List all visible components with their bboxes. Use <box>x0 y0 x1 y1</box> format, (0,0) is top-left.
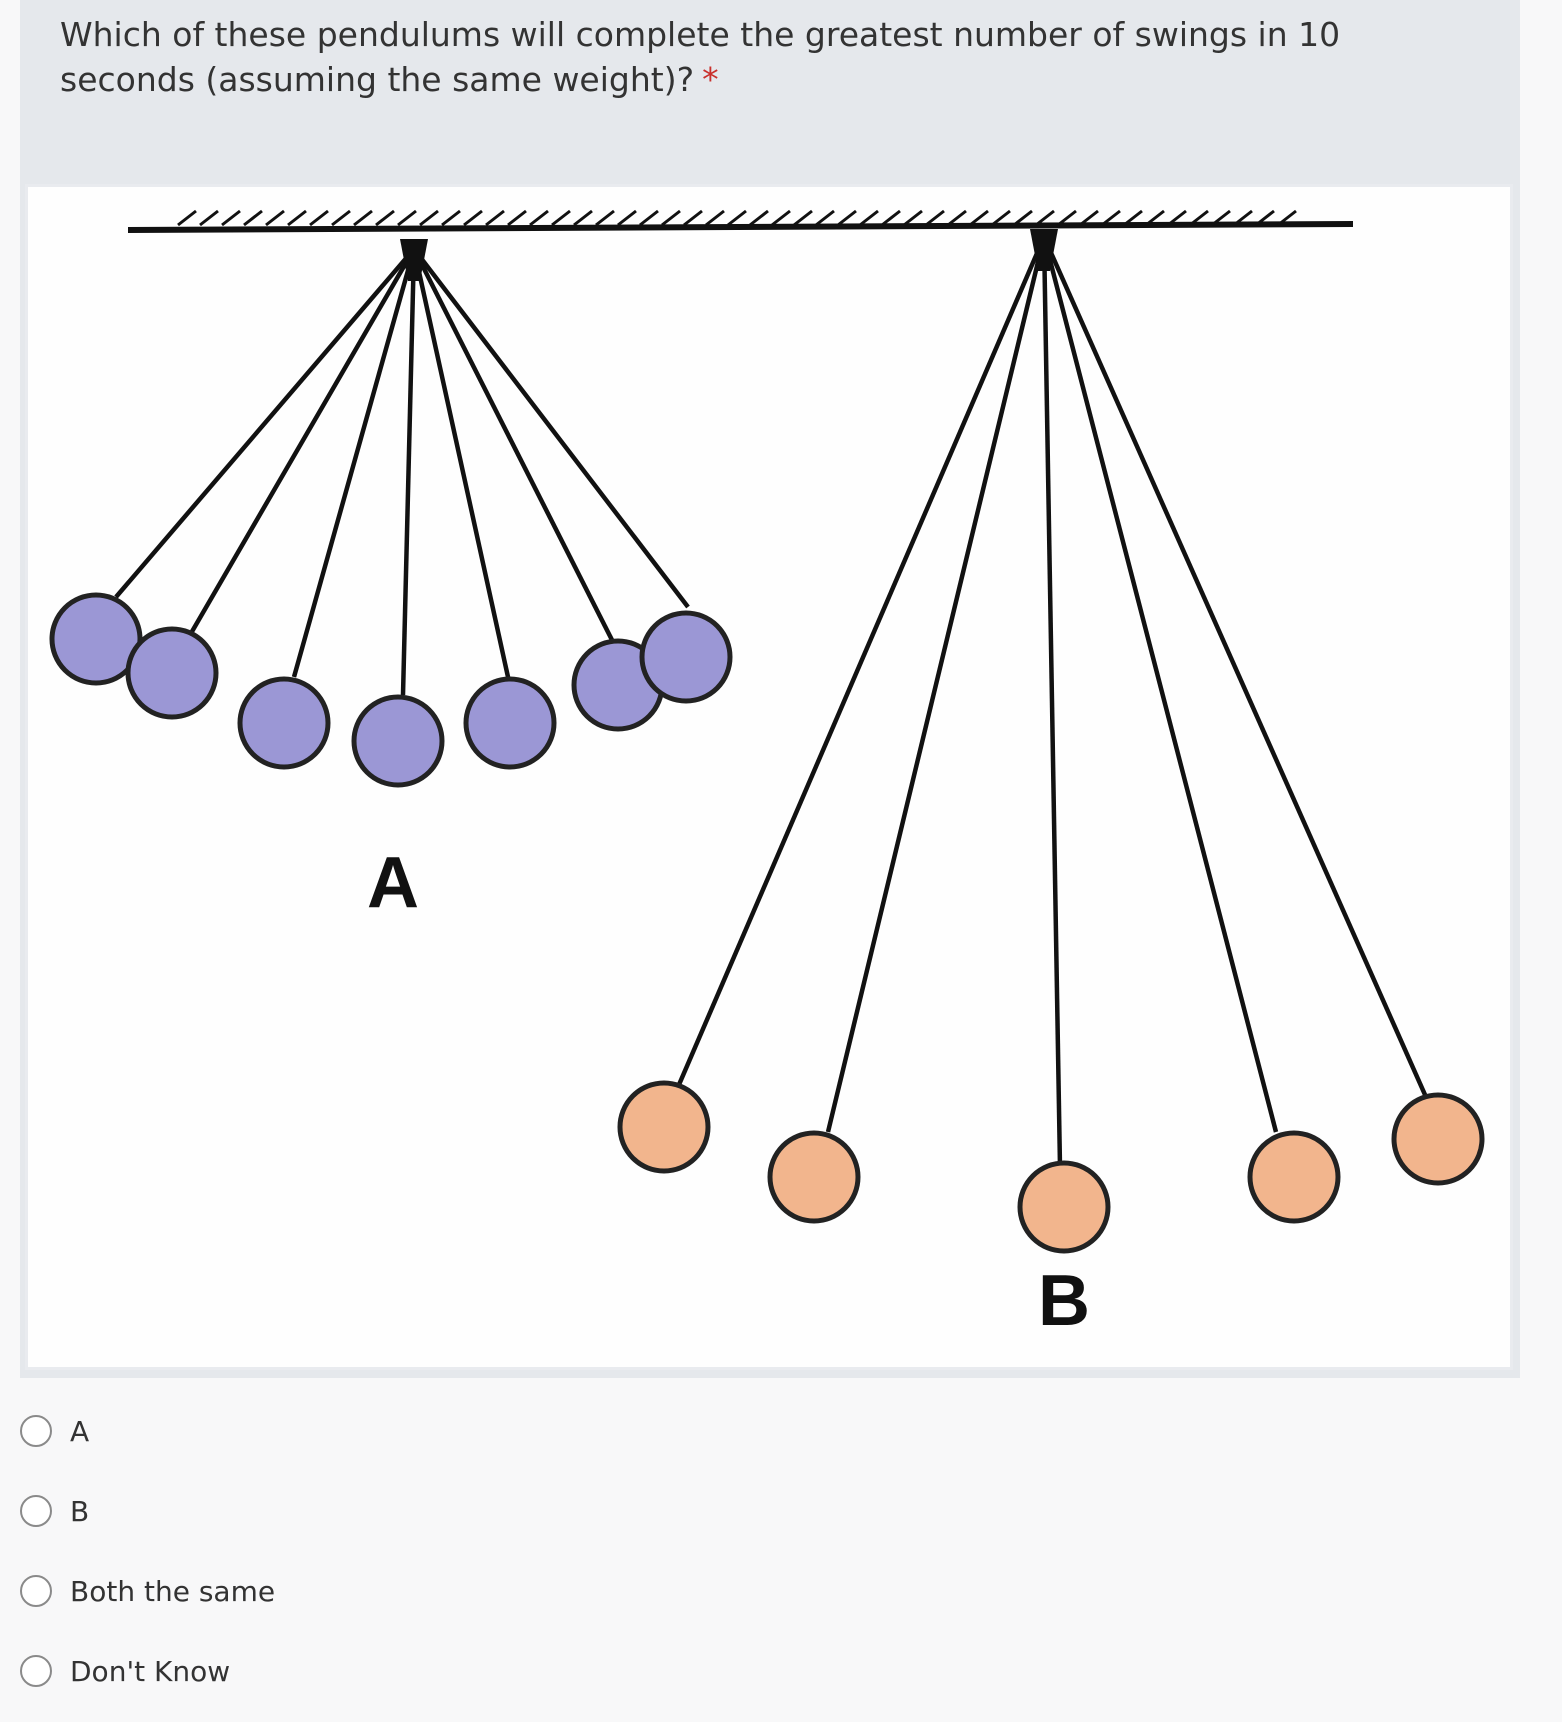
pendulum-b-bobs <box>617 1080 1485 1254</box>
pendulum-b-pivot <box>1030 229 1058 271</box>
option-a[interactable]: A <box>20 1406 620 1456</box>
pendulum-a-strings <box>114 247 690 696</box>
ceiling-hatching <box>177 209 1297 227</box>
radio-button-b[interactable] <box>20 1495 52 1527</box>
option-label: Don't Know <box>70 1654 231 1688</box>
option-label: B <box>70 1494 90 1528</box>
radio-button-dont-know[interactable] <box>20 1655 52 1687</box>
pendulum-a-bob <box>351 694 445 788</box>
option-label: A <box>70 1414 90 1448</box>
option-dont-know[interactable]: Don't Know <box>20 1646 620 1696</box>
pendulum-a-bob <box>639 610 733 704</box>
question-title: Which of these pendulums will complete t… <box>60 12 1460 102</box>
pendulum-a-label: A <box>367 843 419 923</box>
pendulum-a-pivot <box>400 239 428 281</box>
option-b[interactable]: B <box>20 1486 620 1536</box>
pendulum-b-label: B <box>1038 1261 1090 1341</box>
pendulum-figure: A B <box>25 184 1513 1370</box>
radio-button-both-the-same[interactable] <box>20 1575 52 1607</box>
question-text: Which of these pendulums will complete t… <box>60 15 1341 99</box>
pendulum-a-bob <box>463 676 557 770</box>
pendulum-a-bob <box>237 676 331 770</box>
pendulum-b-bob <box>1247 1130 1341 1224</box>
question-card: Which of these pendulums will complete t… <box>20 0 1520 1378</box>
required-mark: * <box>702 60 719 99</box>
radio-button-a[interactable] <box>20 1415 52 1447</box>
option-both-the-same[interactable]: Both the same <box>20 1566 620 1616</box>
pendulum-b-strings <box>675 236 1429 1168</box>
pendulum-b-bob <box>617 1080 711 1174</box>
pendulum-diagram: A B <box>49 209 1485 1341</box>
pendulum-b-bob <box>1017 1160 1111 1254</box>
pendulum-a-bob <box>49 592 143 686</box>
option-label: Both the same <box>70 1574 276 1608</box>
pendulum-a-bob <box>125 626 219 720</box>
pendulum-b-bob <box>767 1130 861 1224</box>
pendulum-a-bobs <box>49 592 733 788</box>
ceiling-bar <box>127 221 1354 233</box>
pendulum-b-bob <box>1391 1092 1485 1186</box>
